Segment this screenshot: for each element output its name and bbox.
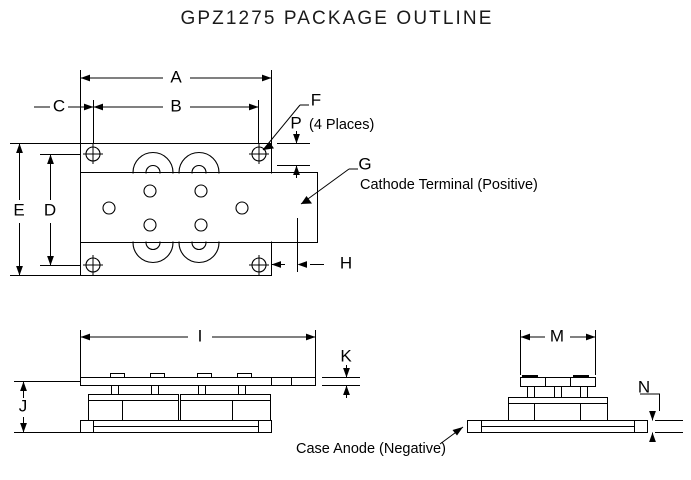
dimension-E: E	[10, 143, 80, 276]
front-tab-4	[237, 373, 252, 378]
side-tab-left	[522, 375, 538, 378]
dimension-H: H	[271, 218, 352, 272]
callout-case-anode: Case Anode (Negative)	[296, 426, 464, 457]
dimension-I: I	[80, 326, 316, 377]
dimension-P: P	[277, 113, 310, 178]
callout-F: F	[262, 90, 321, 151]
dimension-label-M: M	[550, 326, 564, 345]
dimension-label-D: D	[44, 200, 56, 219]
mounting-hole-bottom-right	[249, 255, 269, 275]
dimension-label-C: C	[53, 96, 65, 115]
side-view: M N	[467, 326, 683, 442]
front-tab-3	[197, 373, 212, 378]
dimension-label-B: B	[170, 96, 181, 115]
dimension-label-H: H	[340, 253, 352, 272]
front-base-flange	[80, 420, 272, 433]
pin-hole-4	[235, 201, 249, 215]
dimension-label-A: A	[170, 67, 182, 86]
callout-G: G	[300, 154, 372, 205]
dimension-D: D	[40, 154, 80, 266]
dimension-K: K	[322, 346, 360, 398]
pin-hole-1	[143, 184, 157, 198]
side-base-flange	[467, 420, 648, 433]
front-tab-2	[150, 373, 165, 378]
mounting-hole-bottom-left	[83, 255, 103, 275]
dimension-B: B	[93, 96, 259, 143]
pin-hole-3	[102, 201, 116, 215]
dimension-M: M	[520, 326, 596, 375]
dimension-label-P: P	[290, 113, 301, 132]
pin-hole-5	[143, 218, 157, 232]
top-view: A B C E	[10, 67, 538, 276]
side-tab-right	[573, 375, 589, 378]
page-title: GPZ1275 PACKAGE OUTLINE	[181, 8, 494, 29]
dimension-label-K: K	[340, 346, 352, 365]
callout-label-F: F	[311, 90, 321, 109]
dimension-label-J: J	[19, 396, 28, 415]
mounting-hole-top-left	[83, 144, 103, 164]
dimension-N: N	[638, 377, 683, 442]
dimension-label-E: E	[13, 200, 24, 219]
dimension-J: J	[14, 381, 80, 433]
top-view-body-outline	[80, 172, 318, 243]
pin-hole-6	[194, 218, 208, 232]
dimension-C: C	[34, 96, 94, 115]
note-four-places: (4 Places)	[309, 117, 374, 133]
mounting-hole-top-right	[249, 144, 269, 164]
note-case-anode: Case Anode (Negative)	[296, 441, 446, 457]
front-tab-1	[110, 373, 125, 378]
body-interior-mask	[81, 173, 317, 242]
dimension-label-I: I	[198, 326, 203, 345]
pin-hole-2	[194, 184, 208, 198]
front-view: I J K Case Anode (Negative)	[14, 326, 464, 457]
note-cathode-terminal: Cathode Terminal (Positive)	[360, 177, 538, 193]
callout-label-G: G	[358, 154, 371, 173]
dimension-label-N: N	[638, 377, 650, 396]
